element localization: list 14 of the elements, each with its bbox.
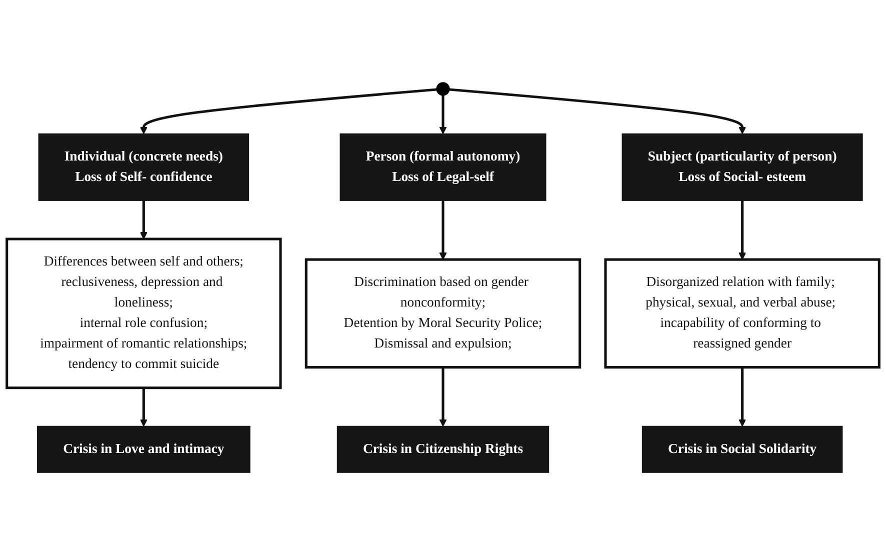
node-label: internal role confusion;: [80, 316, 208, 331]
text-box: Disorganized relation with family; physical, sexual, and verbal abuse; incapability of conforming to reassigned gender: [604, 258, 880, 369]
text-box: Discrimination based on gender nonconformity; Detention by Moral Security Police; Dismissal and expulsion;: [304, 258, 582, 369]
text-box: Subject (particularity of person) Loss of Social- esteem: [622, 133, 863, 201]
text-box: Crisis in Love and intimacy: [37, 426, 250, 473]
text-box: Crisis in Social Solidarity: [642, 426, 843, 473]
text-box: Differences between self and others; reclusiveness, depression and loneliness; internal role confusion; impairment of romantic relationships; tendency to commit suicide: [6, 238, 282, 390]
text-box: Crisis in Citizenship Rights: [336, 426, 550, 473]
node-label: reclusiveness, depression and loneliness;: [61, 274, 223, 310]
node-label: tendency to commit suicide: [68, 357, 220, 372]
node-label: impairment of romantic relationships;: [40, 336, 248, 352]
text-box: Person (formal autonomy) Loss of Legal-self: [340, 133, 546, 201]
text-box: Individual (concrete needs) Loss of Self- confidence: [38, 133, 250, 201]
node-label: Differences between self and others;: [44, 254, 244, 269]
